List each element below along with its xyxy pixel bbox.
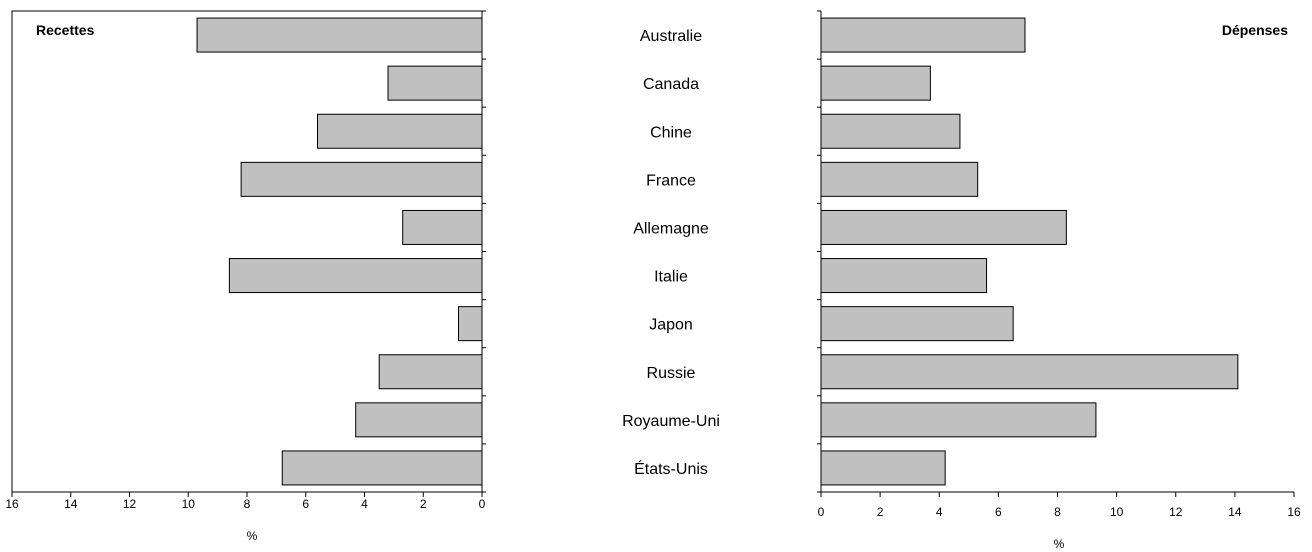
depenses-bar-canada: [820, 65, 931, 101]
category-label-royaume-uni: Royaume-Uni: [622, 413, 720, 430]
depenses-bar-france: [820, 161, 979, 197]
depenses-bar-japon: [820, 306, 1014, 342]
recettes-bar-australie: [196, 17, 483, 53]
depenses-bar-russie: [820, 354, 1239, 390]
depenses-x-tick-label: 2: [877, 505, 884, 519]
depenses-x-tick-label: 12: [1169, 505, 1183, 519]
depenses-bar-royaume-uni: [820, 402, 1097, 438]
category-label-allemagne: Allemagne: [633, 220, 709, 237]
depenses-x-axis-label: %: [1054, 537, 1065, 551]
depenses-x-tick-label: 6: [995, 505, 1002, 519]
category-label-russie: Russie: [647, 365, 696, 382]
category-label-chine: Chine: [650, 124, 692, 141]
depenses-bar-etats-unis: [820, 450, 946, 486]
recettes-x-tick-label: 2: [420, 497, 427, 511]
depenses-x-tick-label: 8: [1054, 505, 1061, 519]
category-label-etats-unis: États-Unis: [634, 459, 708, 478]
depenses-x-tick-label: 4: [936, 505, 943, 519]
depenses-x-tick-label: 14: [1228, 505, 1242, 519]
recettes-bar-royaume-uni: [355, 402, 483, 438]
recettes-bar-japon: [458, 306, 483, 342]
recettes-x-tick-label: 6: [302, 497, 309, 511]
depenses-panel: 0 2 4 6 8 10 12 14 16% Dépenses: [817, 10, 1301, 551]
recettes-x-tick-label: 0: [479, 497, 486, 511]
recettes-panel-title: Recettes: [36, 22, 95, 38]
depenses-bar-allemagne: [820, 209, 1067, 245]
recettes-x-tick-label: 12: [123, 497, 137, 511]
recettes-bar-russie: [378, 354, 483, 390]
category-label-france: France: [646, 172, 696, 189]
recettes-bar-france: [240, 161, 483, 197]
category-label-australie: Australie: [640, 28, 702, 45]
depenses-x-tick-label: 0: [818, 505, 825, 519]
category-label-japon: Japon: [649, 317, 693, 334]
category-label-canada: Canada: [643, 76, 699, 93]
recettes-x-tick-label: 16: [5, 497, 19, 511]
recettes-bar-canada: [387, 65, 483, 101]
recettes-panel: 16 14 12 10 8 6 4 2 0% Recettes: [5, 10, 486, 543]
recettes-bar-italie: [228, 258, 483, 294]
recettes-x-axis-label: %: [247, 529, 258, 543]
depenses-bar-chine: [820, 113, 961, 149]
depenses-bar-italie: [820, 258, 988, 294]
recettes-bar-allemagne: [402, 209, 483, 245]
recettes-x-tick-label: 14: [64, 497, 78, 511]
recettes-x-tick-label: 4: [361, 497, 368, 511]
depenses-x-tick-label: 16: [1287, 505, 1301, 519]
category-labels: AustralieCanadaChineFranceAllemagneItali…: [622, 28, 720, 478]
category-label-italie: Italie: [654, 269, 688, 286]
depenses-panel-title: Dépenses: [1222, 22, 1288, 38]
recettes-x-tick-label: 10: [182, 497, 196, 511]
depenses-x-tick-label: 10: [1110, 505, 1124, 519]
recettes-x-tick-label: 8: [244, 497, 251, 511]
recettes-bar-chine: [317, 113, 483, 149]
depenses-bar-australie: [820, 17, 1026, 53]
recettes-bar-etats-unis: [281, 450, 483, 486]
